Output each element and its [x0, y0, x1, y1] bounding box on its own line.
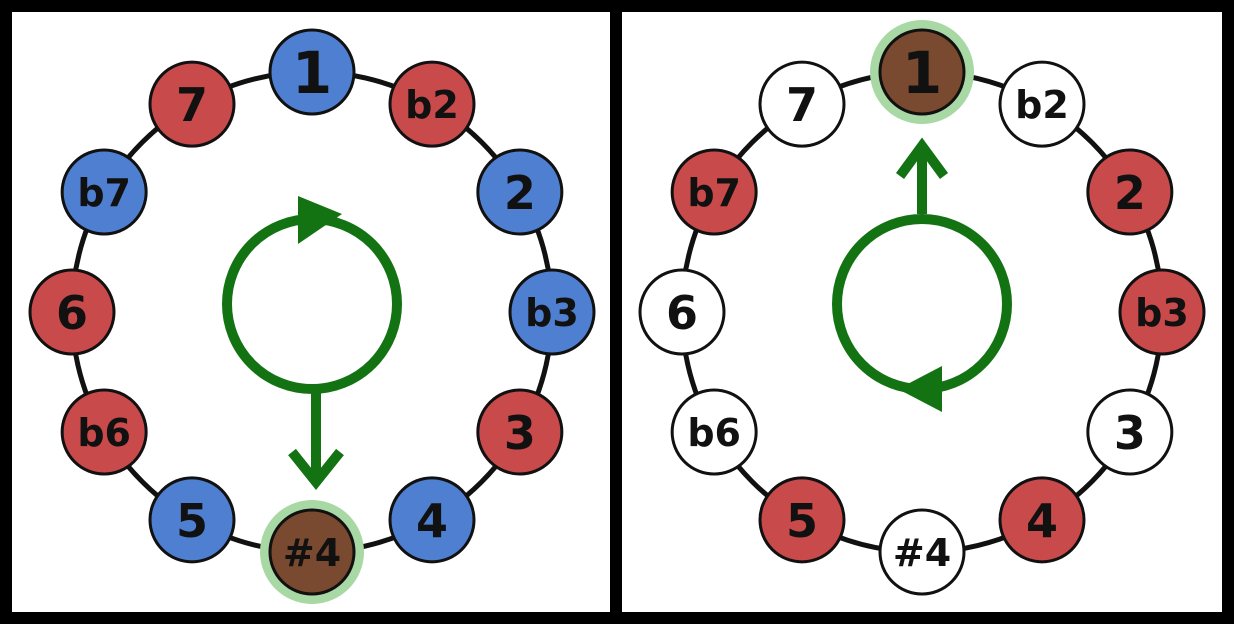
note-label: 2: [504, 166, 536, 220]
note-node-3: 3: [1086, 388, 1174, 476]
note-circle: [1118, 268, 1206, 356]
note-circle: [1086, 148, 1174, 236]
target-arrowhead: [288, 448, 344, 491]
note-label: 4: [416, 494, 448, 548]
note-label: 5: [786, 494, 818, 548]
note-node-5: 5: [148, 476, 236, 564]
note-circle: [268, 508, 356, 596]
target-arrowhead: [895, 137, 949, 179]
note-label: 7: [786, 78, 818, 132]
note-label: #4: [893, 531, 951, 575]
note-circle: [1086, 388, 1174, 476]
note-label: b6: [77, 411, 131, 455]
note-nodes: 1 b2 2 b3 3 4 #4 5 b6 6 b7 7: [28, 28, 596, 604]
note-circle: [60, 388, 148, 476]
note-circle: [878, 28, 966, 116]
note-node-b7: b7: [670, 148, 758, 236]
note-node-sharp4: #4: [260, 500, 364, 604]
note-node-2: 2: [1086, 148, 1174, 236]
note-node-7: 7: [148, 60, 236, 148]
note-label: 5: [176, 494, 208, 548]
note-node-1: 1: [268, 28, 356, 116]
note-node-b7: b7: [60, 148, 148, 236]
note-circle: [758, 476, 846, 564]
note-label: 3: [1114, 406, 1146, 460]
note-node-4: 4: [388, 476, 476, 564]
note-node-4: 4: [998, 476, 1086, 564]
note-label: 1: [292, 39, 332, 107]
note-circle: [638, 268, 726, 356]
note-node-5: 5: [758, 476, 846, 564]
note-label: 6: [56, 286, 88, 340]
target-arrow: [288, 392, 344, 491]
note-circle: [508, 268, 596, 356]
right-panel: 1 b2 2 b3 3 4 #4 5 b6 6 b7 7: [622, 12, 1222, 612]
note-node-sharp4: #4: [878, 508, 966, 596]
note-label: 6: [666, 286, 698, 340]
target-arrow: [895, 137, 949, 214]
note-circle: [670, 148, 758, 236]
note-circle: [998, 60, 1086, 148]
note-label: 7: [176, 78, 208, 132]
note-label: b7: [77, 171, 131, 215]
note-node-6: 6: [28, 268, 116, 356]
note-circle: [388, 60, 476, 148]
note-node-b2: b2: [388, 60, 476, 148]
note-node-b3: b3: [1118, 268, 1206, 356]
note-circle: [476, 148, 564, 236]
note-label: b3: [1135, 291, 1189, 335]
note-label: b6: [687, 411, 741, 455]
note-nodes: 1 b2 2 b3 3 4 #4 5 b6 6 b7 7: [638, 20, 1206, 596]
note-circle: [758, 60, 846, 148]
note-node-6: 6: [638, 268, 726, 356]
note-label: 2: [1114, 166, 1146, 220]
note-node-2: 2: [476, 148, 564, 236]
note-circle: [670, 388, 758, 476]
note-circle: [388, 476, 476, 564]
rotation-arrow: [222, 196, 402, 394]
note-label: 4: [1026, 494, 1058, 548]
note-circle: [268, 28, 356, 116]
note-circle: [476, 388, 564, 476]
note-circle: [998, 476, 1086, 564]
note-node-b6: b6: [60, 388, 148, 476]
note-node-3: 3: [476, 388, 564, 476]
note-label: 3: [504, 406, 536, 460]
note-node-7: 7: [758, 60, 846, 148]
note-node-b6: b6: [670, 388, 758, 476]
counterclockwise-arrowhead: [898, 366, 942, 412]
note-label: 1: [902, 39, 942, 107]
note-circle: [148, 60, 236, 148]
note-label: b7: [687, 171, 741, 215]
note-label: b2: [405, 83, 459, 127]
note-label: b2: [1015, 83, 1069, 127]
rotation-arrow: [832, 214, 1012, 412]
note-circle: [148, 476, 236, 564]
note-node-1: 1: [870, 20, 974, 124]
left-panel: 1 b2 2 b3 3 4 #4 5 b6 6 b7 7: [12, 12, 610, 612]
note-label: #4: [283, 531, 341, 575]
note-label: b3: [525, 291, 579, 335]
note-node-b3: b3: [508, 268, 596, 356]
note-circle: [28, 268, 116, 356]
note-circle: [878, 508, 966, 596]
clockwise-arrowhead: [298, 196, 342, 244]
note-node-b2: b2: [998, 60, 1086, 148]
note-circle: [60, 148, 148, 236]
